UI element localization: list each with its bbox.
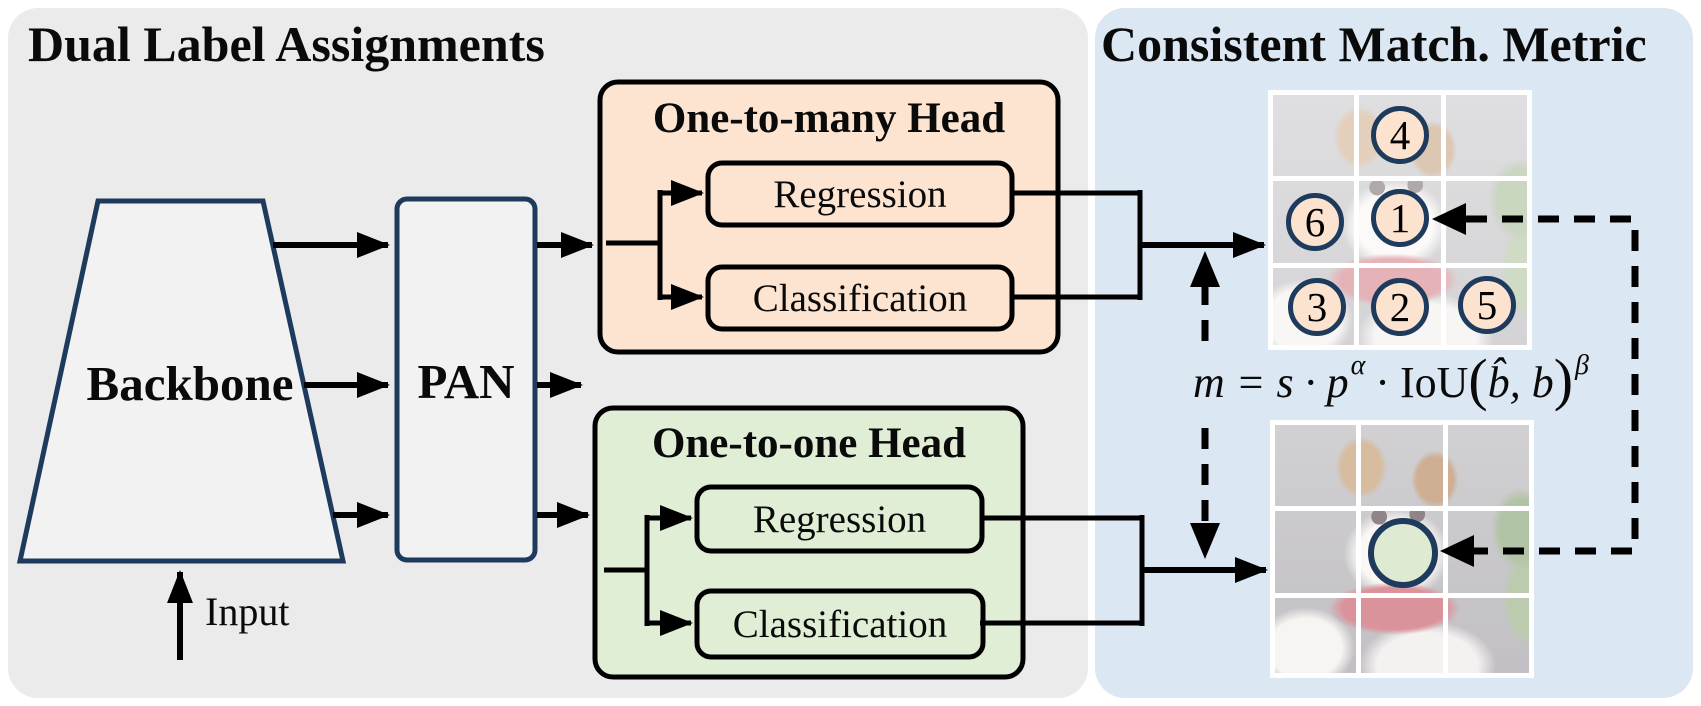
- left-panel-title: Dual Label Assignments: [28, 16, 545, 72]
- anchor-rank: 6: [1304, 198, 1326, 245]
- right-panel-title: Consistent Match. Metric: [1101, 16, 1647, 72]
- one-to-one-assignment-grid: [1270, 420, 1534, 678]
- one-to-many-regression-label: Regression: [773, 172, 947, 216]
- grid-line: [1354, 90, 1359, 350]
- one-to-one-head-title: One-to-one Head: [651, 420, 967, 467]
- grid-line: [1268, 176, 1532, 181]
- formula-iou: IoU: [1399, 357, 1469, 407]
- one-to-one-classification-label: Classification: [732, 602, 948, 646]
- anchor-circle: 5: [1458, 276, 1516, 334]
- anchor-circle: 4: [1371, 106, 1429, 164]
- one-to-many-assignment-grid: 4 6 1 3 2 5: [1268, 90, 1532, 350]
- formula-alpha-sup: α: [1350, 350, 1366, 381]
- formula-dot: ·: [1375, 357, 1390, 407]
- formula-rparen: ): [1553, 347, 1574, 412]
- anchor-rank: 3: [1306, 283, 1328, 330]
- anchor-circle: 2: [1371, 278, 1429, 336]
- pan-label: PAN: [417, 353, 515, 409]
- selected-anchor-circle: [1368, 518, 1438, 588]
- formula-args: b̂, b: [1487, 357, 1554, 407]
- anchor-rank: 1: [1389, 194, 1411, 241]
- one-to-one-regression-label: Regression: [752, 497, 927, 541]
- grid-line: [1443, 420, 1448, 678]
- anchor-rank: 5: [1476, 281, 1498, 328]
- formula-beta-sup: β: [1575, 350, 1589, 381]
- anchor-circle: 6: [1286, 193, 1344, 251]
- backbone-label: Backbone: [86, 355, 294, 411]
- grid-line: [1441, 90, 1446, 350]
- grid-line: [1270, 506, 1534, 511]
- formula-lhs: m = s · p: [1193, 357, 1349, 407]
- formula-lparen: (: [1468, 347, 1488, 412]
- anchor-circle: 1: [1371, 189, 1429, 247]
- anchor-circle: 3: [1288, 278, 1346, 336]
- grid-line: [1356, 420, 1361, 678]
- input-label: Input: [205, 589, 290, 634]
- anchor-rank: 2: [1389, 283, 1411, 330]
- grid-line: [1270, 593, 1534, 598]
- one-to-many-classification-label: Classification: [752, 276, 968, 320]
- anchor-rank: 4: [1389, 111, 1411, 158]
- one-to-many-head-title: One-to-many Head: [652, 95, 1006, 142]
- grid-line: [1268, 263, 1532, 268]
